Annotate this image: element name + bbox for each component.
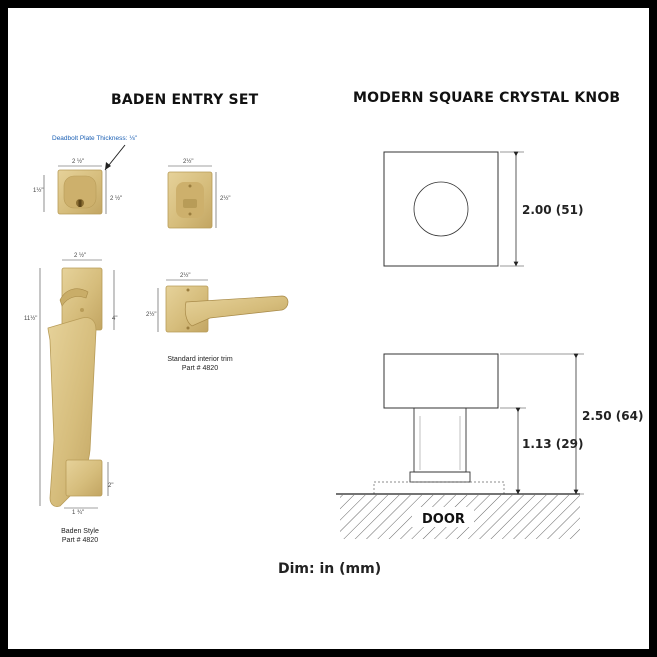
handleset	[47, 267, 103, 507]
door-label: DOOR	[422, 512, 465, 527]
interior-trim-part: Part # 4820	[181, 365, 219, 372]
deadbolt-exterior	[57, 169, 103, 215]
right-title: MODERN SQUARE CRYSTAL KNOB	[353, 90, 621, 106]
diagram-canvas	[8, 8, 649, 649]
deadbolt-center-dim: 1½"	[33, 187, 43, 194]
lever-interior-trim	[165, 285, 289, 333]
lever-height-dim: 2½"	[146, 311, 156, 318]
dim-caption: Dim: in (mm)	[278, 561, 382, 577]
handleset-overall-dim: 11½"	[24, 315, 37, 322]
handleset-plate-width-dim: 2 ½"	[74, 252, 86, 259]
knob-stem-dim: 1.13 (29)	[522, 437, 583, 451]
lever-width-dim: 2½"	[180, 272, 190, 279]
deadbolt-interior-height-dim: 2½"	[220, 195, 230, 202]
knob-side-view	[373, 353, 505, 495]
knob-overall-dim: 2.50 (64)	[582, 409, 643, 423]
deadbolt-interior-width-dim: 2½"	[183, 158, 193, 165]
handleset-bottom-dim: 2"	[108, 483, 113, 489]
deadbolt-interior	[167, 171, 213, 229]
knob-plate-dim: 2.00 (51)	[522, 203, 583, 217]
deadbolt-note: Deadbolt Plate Thickness: ⅛"	[52, 135, 138, 142]
left-title: BADEN ENTRY SET	[111, 92, 259, 108]
deadbolt-width-dim: 2 ½"	[72, 158, 84, 165]
deadbolt-note-arrowhead	[105, 162, 111, 170]
baden-style-part: Part # 4820	[61, 537, 99, 544]
interior-trim-label: Standard interior trim	[167, 356, 233, 363]
knob-top-view	[383, 151, 499, 267]
handleset-bottom-width-dim: 1 ¾"	[72, 510, 84, 516]
deadbolt-height-dim: 2 ½"	[110, 195, 122, 202]
door-surface	[336, 493, 580, 539]
baden-style-label: Baden Style	[61, 528, 99, 535]
handleset-to-center-dim: 4"	[112, 316, 117, 322]
